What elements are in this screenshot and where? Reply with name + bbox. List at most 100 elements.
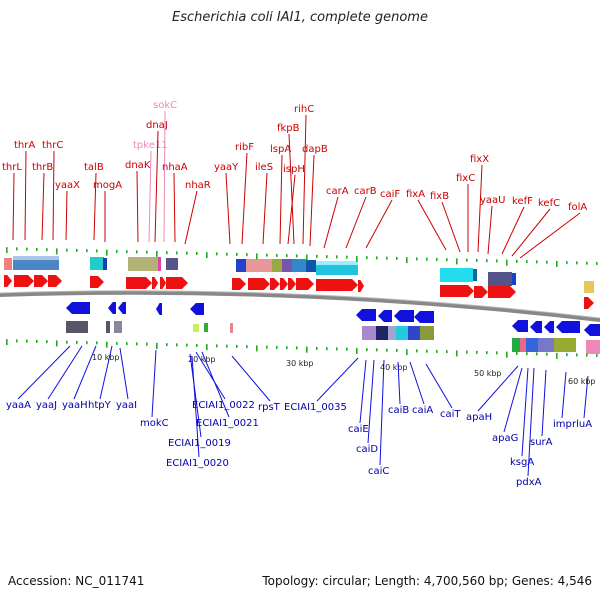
feature-block-17 (473, 269, 477, 281)
forward-gene-label-25: fixB (430, 191, 449, 202)
top-tick-25 (256, 253, 258, 260)
reverse-leader-0 (17, 345, 71, 400)
top-tick-48 (486, 259, 488, 263)
forward-gene-label-23: caiF (380, 189, 400, 200)
reverse-leader-21 (527, 367, 535, 477)
top-tick-7 (76, 248, 78, 252)
forward-leader-17 (287, 174, 296, 245)
feature-block-10 (272, 259, 282, 272)
reverse-leader-7 (201, 351, 230, 418)
reverse-leader-18 (477, 365, 519, 412)
forward-gene-label-8: tpke11 (133, 140, 168, 151)
reverse-gene-arrow-13 (584, 324, 600, 336)
forward-leader-8 (148, 150, 152, 243)
bottom-tick-48 (486, 351, 488, 355)
feature-block-29 (388, 326, 396, 340)
bottom-tick-36 (366, 348, 368, 352)
bottom-tick-58 (586, 353, 588, 357)
top-tick-11 (116, 249, 118, 253)
forward-gene-label-16: lspA (270, 144, 291, 155)
reverse-gene-label-14: caiC (368, 466, 389, 477)
forward-gene-label-10: sokC (153, 100, 177, 111)
forward-gene-label-12: nhaR (185, 180, 211, 191)
bottom-tick-56 (566, 353, 568, 357)
reverse-gene-arrow-6 (378, 310, 392, 322)
top-tick-6 (66, 248, 68, 252)
forward-gene-label-15: ileS (255, 162, 273, 173)
feature-block-13 (306, 260, 316, 272)
top-tick-27 (276, 253, 278, 257)
forward-gene-arrow-18 (474, 286, 488, 298)
reverse-gene-label-16: caiA (412, 405, 433, 416)
bottom-tick-31 (316, 346, 318, 350)
forward-leader-1 (24, 150, 27, 241)
forward-gene-label-29: kefF (512, 196, 533, 207)
reverse-leader-6 (195, 351, 226, 400)
scale-label-4: 50 kbp (474, 369, 502, 378)
top-tick-37 (376, 256, 378, 260)
top-tick-28 (286, 254, 288, 258)
forward-leader-31 (519, 212, 581, 259)
forward-gene-arrow-1 (14, 275, 34, 287)
top-tick-47 (476, 258, 478, 262)
top-tick-43 (436, 257, 438, 261)
forward-gene-label-7: dnaK (125, 160, 151, 171)
forward-gene-label-19: rihC (294, 104, 314, 115)
forward-leader-30 (511, 208, 551, 257)
top-tick-20 (206, 252, 208, 259)
bottom-tick-22 (226, 344, 228, 348)
feature-block-32 (420, 326, 434, 340)
feature-block-28 (376, 326, 388, 340)
forward-leader-13 (225, 172, 231, 245)
bottom-tick-29 (296, 346, 298, 350)
bottom-tick-23 (236, 344, 238, 348)
reverse-gene-label-22: surA (530, 437, 553, 448)
forward-gene-arrow-6 (152, 277, 158, 289)
top-tick-42 (426, 257, 428, 261)
top-tick-12 (126, 250, 128, 254)
forward-gene-label-14: ribF (235, 142, 254, 153)
reverse-leader-23 (561, 371, 567, 419)
forward-gene-label-3: thrC (42, 140, 63, 151)
reverse-leader-22 (541, 369, 547, 437)
forward-gene-arrow-8 (166, 277, 188, 289)
feature-block-11 (282, 259, 292, 272)
reverse-gene-label-5: mokC (140, 418, 169, 429)
feature-block-37 (554, 338, 576, 352)
forward-leader-27 (477, 164, 483, 253)
forward-gene-label-20: dapB (302, 144, 328, 155)
top-tick-45 (456, 258, 458, 265)
top-tick-14 (146, 250, 148, 254)
reverse-gene-arrow-5 (356, 309, 376, 321)
reverse-gene-label-18: apaH (466, 412, 492, 423)
forward-leader-21 (323, 196, 339, 249)
bottom-tick-1 (16, 339, 18, 343)
forward-leader-10 (163, 110, 166, 243)
top-tick-31 (316, 254, 318, 258)
top-tick-54 (546, 260, 548, 264)
bottom-tick-27 (276, 345, 278, 349)
forward-leader-2 (41, 172, 45, 241)
top-tick-39 (396, 256, 398, 260)
forward-gene-label-6: mogA (93, 180, 122, 191)
top-tick-51 (516, 259, 518, 263)
forward-gene-label-30: kefC (538, 198, 560, 209)
top-tick-30 (306, 254, 308, 261)
forward-leader-15 (262, 172, 268, 245)
forward-gene-label-22: carB (354, 186, 377, 197)
bottom-tick-25 (256, 345, 258, 352)
top-tick-18 (186, 251, 188, 255)
bottom-tick-0 (6, 339, 8, 346)
bottom-tick-40 (406, 349, 408, 356)
forward-gene-arrow-7 (160, 277, 166, 289)
reverse-gene-label-11: ECIAI1_0035 (284, 402, 347, 413)
reverse-leader-10 (231, 355, 271, 402)
feature-block-22 (106, 321, 110, 333)
bottom-tick-17 (176, 343, 178, 347)
forward-gene-arrow-19 (488, 286, 516, 298)
reverse-gene-label-10: rpsT (258, 402, 281, 413)
forward-leader-9 (154, 130, 159, 243)
reverse-leader-11 (316, 357, 359, 402)
feature-block-5 (128, 257, 158, 271)
